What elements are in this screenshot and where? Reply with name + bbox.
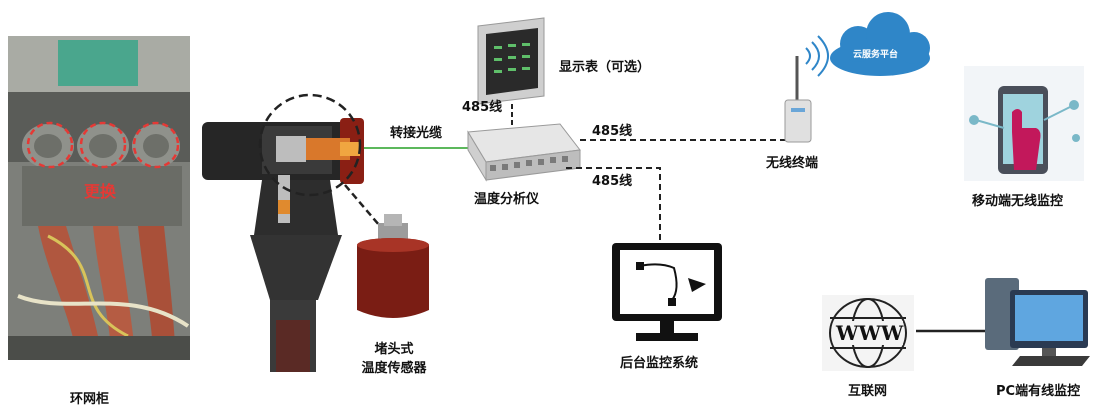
www-text: WWW (836, 321, 904, 345)
link-wireless-label: 485线 (592, 124, 633, 139)
replace-marker-1 (26, 121, 74, 169)
cloud-label: 云服务平台 (853, 50, 899, 60)
backend-monitor-illustration (612, 243, 722, 341)
internet-label: 互联网 (848, 384, 888, 399)
plug-sensor-illustration (357, 214, 429, 318)
display-label: 显示表（可选） (559, 60, 651, 75)
t-connector-illustration (202, 118, 364, 372)
fiber-label: 转接光缆 (390, 126, 443, 141)
wireless-terminal-label: 无线终端 (766, 156, 819, 171)
wireless-terminal-illustration (784, 35, 829, 143)
replace-marker-2 (79, 121, 127, 169)
link-display-label: 485线 (462, 100, 503, 115)
analyzer-illustration (467, 123, 581, 182)
sensor-label-line1: 堵头式 (374, 342, 414, 357)
cabinet-label: 环网柜 (70, 392, 110, 407)
display-meter-illustration (477, 17, 545, 105)
cloud-illustration (830, 12, 930, 76)
pc-illustration (985, 278, 1090, 366)
link-analyzer-backend (566, 167, 661, 240)
replace-label: 更换 (84, 182, 117, 201)
replace-marker-3 (132, 121, 180, 169)
sensor-label: 堵头式 温度传感器 (354, 338, 434, 376)
pc-label: PC端有线监控 (996, 384, 1081, 399)
backend-label: 后台监控系统 (620, 356, 699, 371)
link-backend-label: 485线 (592, 174, 633, 189)
mobile-label: 移动端无线监控 (972, 194, 1064, 209)
zoom-circle (258, 93, 362, 197)
analyzer-label: 温度分析仪 (474, 192, 540, 207)
mobile-illustration (964, 66, 1084, 181)
sensor-label-line2: 温度传感器 (361, 361, 427, 376)
